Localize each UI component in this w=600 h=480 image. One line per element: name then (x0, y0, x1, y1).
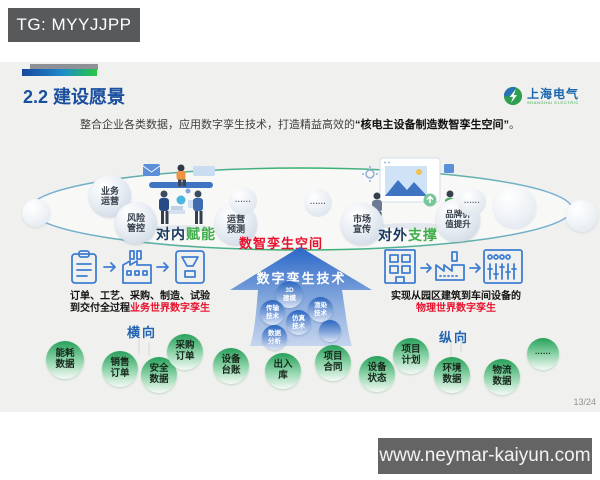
business-flow-icons (71, 250, 205, 284)
inner-empowerment-illustration (142, 164, 215, 231)
bubble-more-data: ······ (527, 338, 559, 370)
decor-circle (494, 186, 536, 228)
top-watermark: TG: MYYJJPP (8, 8, 140, 42)
header-accent-bar-gray (30, 64, 98, 70)
slide-subtitle: 整合企业各类数据，应用数字孪生技术，打造精益高效的“核电主设备制造数智孪生空间”… (0, 116, 600, 132)
arrow-right-icon (156, 262, 169, 272)
bubble-environment-data: 环境数据 (434, 357, 470, 393)
shanghai-electric-logo-icon (503, 86, 523, 106)
arrow-right-icon (420, 263, 432, 273)
arrow-right-icon (103, 262, 116, 272)
decor-line (138, 338, 140, 354)
business-flow-text: 订单、工艺、采购、制造、试验 到交付全过程业务世界数字孪生 (70, 291, 210, 314)
bubble-project-plan: 项目计划 (393, 338, 429, 374)
decor-circle (566, 200, 598, 232)
horizontal-direction-label: 横向 (126, 325, 157, 340)
decor-line (450, 342, 452, 358)
gear-icon (365, 169, 375, 179)
arrow-right-icon (469, 263, 481, 273)
bubble-risk-control: 风险管控 (115, 202, 157, 244)
bubble-tech-blank (319, 320, 341, 342)
subtitle-emphasis: “核电主设备制造数智孪生空间” (355, 119, 509, 131)
vertical-direction-label: 纵向 (438, 330, 469, 345)
bubble-project-contract: 项目合同 (315, 345, 351, 381)
machine-icon (175, 250, 205, 284)
bubble-purchase-order: 采购订单 (167, 334, 203, 370)
bubble-equipment-ledger: 设备台账 (213, 348, 249, 384)
decor-circle (22, 199, 50, 227)
inner-empowerment-label: 对内赋能 (156, 226, 216, 242)
bubble-transmission-tech: 传输技术 (260, 300, 285, 325)
bubble-ellipsis-2: ······ (304, 189, 332, 217)
logo-subname: SHANGHAI ELECTRIC (527, 99, 579, 105)
decor-line (148, 342, 150, 356)
subtitle-suffix: 。 (509, 119, 520, 131)
logo-name: 上海电气 (527, 86, 580, 101)
factory-icon (122, 250, 152, 284)
bubble-energy-data: 能耗数据 (46, 341, 84, 379)
bubble-ellipsis-3: ······ (458, 188, 486, 216)
decor-line (460, 338, 462, 352)
bottom-watermark: www.neymar-kaiyun.com (378, 438, 592, 474)
bubble-market-promotion: 市场宣传 (341, 203, 383, 245)
bubble-business-operation: 业务运营 (89, 175, 131, 217)
bubble-inventory: 出入库 (265, 353, 301, 389)
outer-support-illustration (362, 157, 457, 229)
digital-twin-tech-label: 数字孪生技术 (256, 271, 347, 286)
physical-flow-text: 实现从园区建筑到车间设备的 物理世界数字孪生 (391, 291, 521, 314)
equipment-panel-icon (483, 249, 523, 284)
subtitle-prefix: 整合企业各类数据，应用数字孪生技术，打造精益高效的 (80, 119, 355, 131)
bubble-simulation-tech: 仿真技术 (286, 310, 311, 335)
physical-flow-icons (384, 249, 523, 284)
company-logo: 上海电气 SHANGHAI ELECTRIC (503, 86, 579, 106)
page-number: 13/24 (573, 397, 596, 407)
digital-twin-space-label: 数智孪生空间 (238, 236, 323, 251)
bubble-sales-order: 销售订单 (102, 351, 138, 387)
header-accent-bar-gradient (22, 69, 97, 76)
bubble-rendering-tech: 渲染技术 (308, 297, 333, 322)
clipboard-icon (71, 250, 97, 284)
outer-support-label: 对外支撑 (378, 227, 438, 243)
slide-title: 2.2 建设愿景 (23, 87, 126, 107)
bubble-ellipsis-1: ······ (229, 187, 257, 215)
building-icon (384, 249, 416, 284)
envelope-icon (143, 164, 160, 176)
bubble-equipment-status: 设备状态 (359, 356, 395, 392)
bubble-data-analysis: 数据分析 (262, 325, 287, 350)
factory-icon (435, 251, 465, 281)
bubble-logistics-data: 物流数据 (484, 359, 520, 395)
